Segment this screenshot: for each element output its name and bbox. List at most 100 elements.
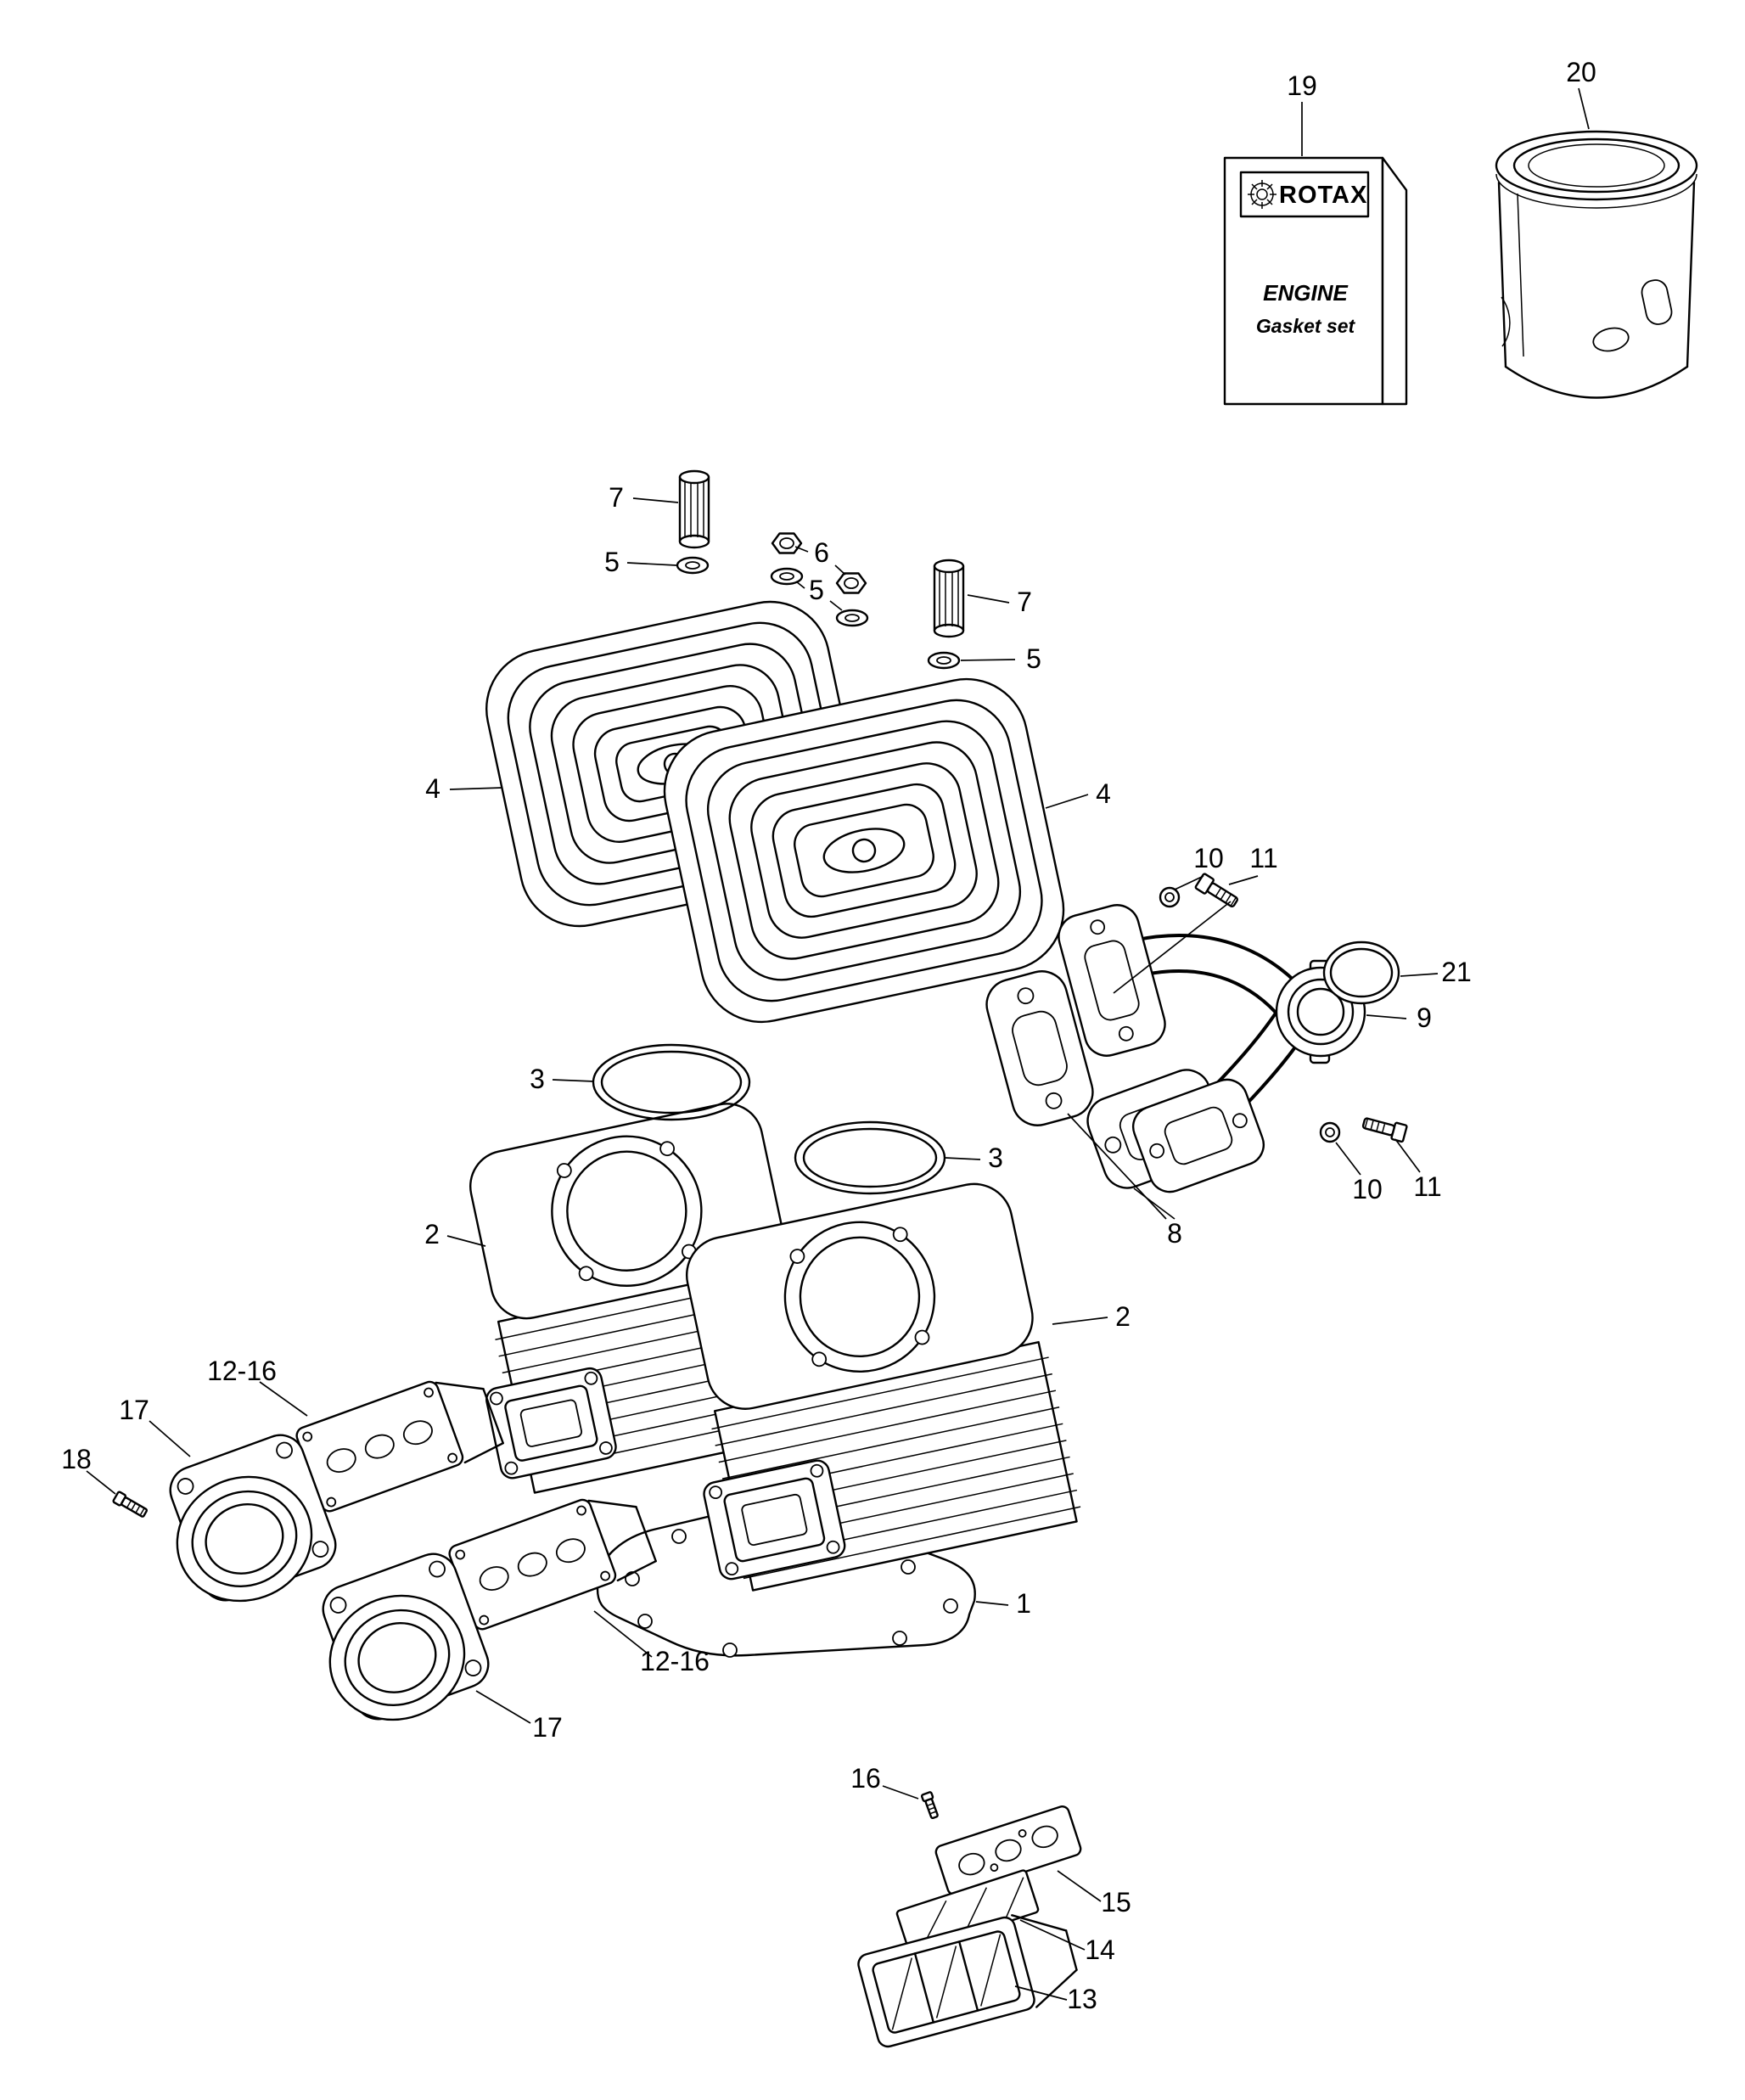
leader-line — [1394, 1138, 1421, 1173]
leader-line — [86, 1470, 116, 1495]
part-washer-10-bottom — [1319, 1121, 1341, 1143]
leader-line — [632, 497, 679, 503]
part-washer-d — [927, 651, 961, 670]
leader-line — [1045, 794, 1089, 809]
leader-line — [1335, 1142, 1361, 1176]
part-washer-10-top — [1159, 886, 1181, 908]
callout-6: 6 — [814, 537, 829, 568]
callout-18: 18 — [61, 1444, 92, 1474]
leader-line — [1067, 1113, 1167, 1220]
callout-9: 9 — [1417, 1002, 1432, 1033]
part-nut-a — [771, 532, 803, 554]
callout-5-right: 5 — [1026, 643, 1041, 674]
callout-14: 14 — [1085, 1934, 1115, 1965]
leader-line — [1057, 1870, 1102, 1902]
part-washer-c — [835, 609, 869, 627]
leader-line — [794, 546, 809, 553]
leader-line — [882, 1785, 919, 1800]
leader-line — [626, 562, 677, 566]
part-exhaust-gasket-upper — [985, 970, 1094, 1126]
callout-16: 16 — [850, 1763, 881, 1794]
callout-5-left: 5 — [604, 547, 620, 577]
leader-line — [593, 1610, 653, 1658]
part-cylinder-sleeve — [1495, 130, 1698, 399]
callout-21: 21 — [1441, 957, 1472, 987]
rotax-gear-logo-icon — [1248, 180, 1276, 209]
leader-line — [449, 787, 503, 790]
callout-labels: 19 20 7 5 6 5 7 5 4 4 10 11 21 9 10 11 8… — [61, 57, 1596, 2014]
callout-17-lower: 17 — [532, 1712, 563, 1743]
callout-11-bottom: 11 — [1413, 1171, 1441, 1202]
part-washer-a — [676, 556, 710, 575]
leader-line — [1052, 1317, 1108, 1325]
part-screw-18 — [112, 1491, 149, 1518]
leader-line — [967, 594, 1010, 604]
part-bolt-11-bottom — [1361, 1117, 1408, 1143]
leader-line — [1014, 1985, 1068, 2001]
callout-19: 19 — [1287, 70, 1317, 101]
callout-5-middle: 5 — [809, 575, 824, 605]
part-reed-assembly-lower — [448, 1498, 657, 1631]
callout-15: 15 — [1101, 1887, 1131, 1918]
callout-7-left: 7 — [609, 482, 624, 513]
part-reed-block-13 — [857, 1914, 1078, 2048]
leader-line — [259, 1381, 308, 1417]
package-brand-text: ROTAX — [1279, 182, 1367, 209]
leader-line — [1578, 87, 1590, 130]
callout-4-right: 4 — [1096, 778, 1111, 809]
leader-lines — [86, 87, 1590, 2001]
leader-line — [975, 1601, 1009, 1606]
callout-12-16-lower: 12-16 — [640, 1646, 710, 1676]
callout-12-16-upper: 12-16 — [207, 1356, 277, 1386]
callout-1: 1 — [1016, 1588, 1031, 1619]
callout-3-left: 3 — [530, 1064, 545, 1094]
package-line1-text: ENGINE — [1263, 280, 1348, 306]
part-o-ring-left — [592, 1043, 751, 1121]
callout-7-right: 7 — [1017, 587, 1032, 617]
callout-13: 13 — [1067, 1984, 1097, 2014]
part-intake-socket-lower — [322, 1553, 490, 1721]
part-gasket-set-package: ROTAX ENGINE Gasket set — [1223, 156, 1408, 406]
part-cylinder-head-right — [663, 677, 1065, 1024]
leader-line — [1366, 1014, 1407, 1019]
package-line2-text: Gasket set — [1256, 315, 1356, 337]
leader-line — [552, 1079, 595, 1082]
leader-line — [795, 581, 805, 589]
part-reed-assembly-upper — [295, 1380, 504, 1513]
part-bolt-11-top — [1194, 873, 1238, 907]
leader-line — [834, 564, 846, 576]
leader-line — [1228, 875, 1259, 885]
leader-line — [829, 600, 843, 611]
leader-line — [475, 1690, 531, 1724]
part-o-ring-socket — [1322, 941, 1400, 1005]
leader-line — [1400, 973, 1439, 977]
callout-20: 20 — [1566, 57, 1596, 87]
part-stud-right — [933, 559, 965, 638]
callout-10-top: 10 — [1193, 843, 1224, 873]
leader-line — [149, 1420, 191, 1457]
callout-2-right: 2 — [1115, 1301, 1131, 1332]
part-nut-b — [835, 572, 867, 594]
leader-line — [446, 1235, 486, 1247]
callout-4-left: 4 — [425, 773, 440, 804]
part-washer-b — [770, 567, 804, 586]
callout-17-upper: 17 — [119, 1395, 149, 1425]
callout-11-top: 11 — [1249, 843, 1277, 873]
part-cylinder-right — [685, 1182, 1081, 1592]
callout-8: 8 — [1167, 1218, 1182, 1249]
part-intake-socket-upper — [169, 1434, 337, 1603]
leader-line — [945, 1157, 981, 1160]
leader-line — [1133, 1188, 1175, 1220]
callout-2-left: 2 — [424, 1219, 440, 1249]
callout-3-right: 3 — [988, 1143, 1003, 1173]
part-valve-plate-15 — [934, 1805, 1082, 1895]
leader-line — [1174, 875, 1204, 890]
part-stud-left — [678, 469, 710, 549]
part-o-ring-right — [794, 1120, 946, 1195]
callout-10-bottom: 10 — [1352, 1174, 1383, 1204]
part-screw-16 — [920, 1791, 939, 1820]
part-exhaust-manifold — [1058, 904, 1310, 1193]
leader-line — [1113, 901, 1232, 994]
